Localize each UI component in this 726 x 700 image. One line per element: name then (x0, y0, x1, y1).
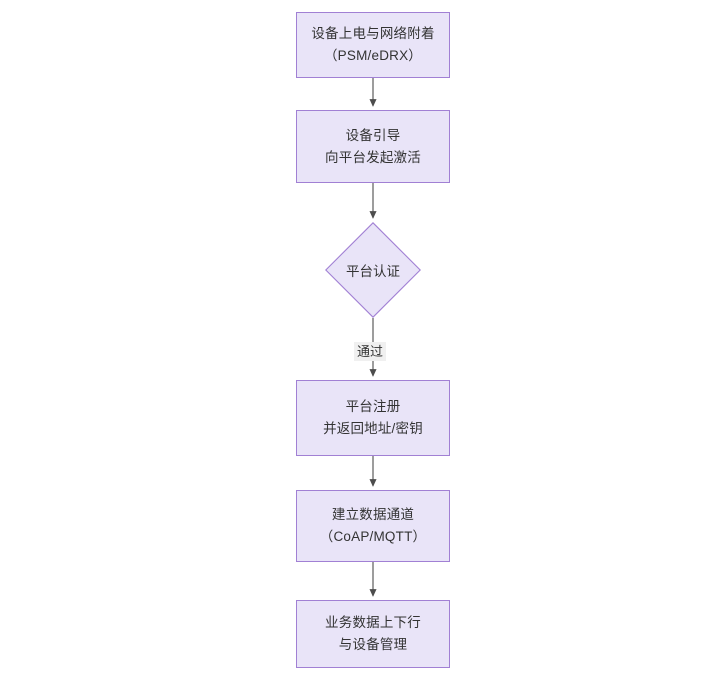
node-power-on-line-1: 设备上电与网络附着 (311, 26, 435, 41)
node-platform-auth[interactable]: 平台认证 (325, 222, 421, 318)
node-service-data-line-2: 与设备管理 (338, 637, 408, 652)
node-platform-register-line-2: 并返回地址/密钥 (323, 421, 423, 436)
diamond-shape (325, 222, 421, 318)
node-service-data[interactable]: 业务数据上下行 与设备管理 (296, 600, 450, 668)
node-data-channel-line-2: （CoAP/MQTT） (319, 529, 427, 544)
node-platform-register[interactable]: 平台注册 并返回地址/密钥 (296, 380, 450, 456)
edge-label-pass: 通过 (354, 342, 387, 361)
node-platform-auth-label: 平台认证 (346, 264, 400, 279)
node-power-on[interactable]: 设备上电与网络附着 （PSM/eDRX） (296, 12, 450, 78)
node-service-data-line-1: 业务数据上下行 (325, 615, 421, 630)
node-data-channel[interactable]: 建立数据通道 （CoAP/MQTT） (296, 490, 450, 562)
node-platform-register-line-1: 平台注册 (345, 399, 401, 414)
node-data-channel-line-1: 建立数据通道 (331, 507, 415, 522)
node-bootstrap[interactable]: 设备引导 向平台发起激活 (296, 110, 450, 183)
node-bootstrap-line-2: 向平台发起激活 (325, 149, 421, 165)
node-power-on-line-2: （PSM/eDRX） (323, 48, 423, 63)
node-bootstrap-line-1: 设备引导 (345, 127, 401, 143)
